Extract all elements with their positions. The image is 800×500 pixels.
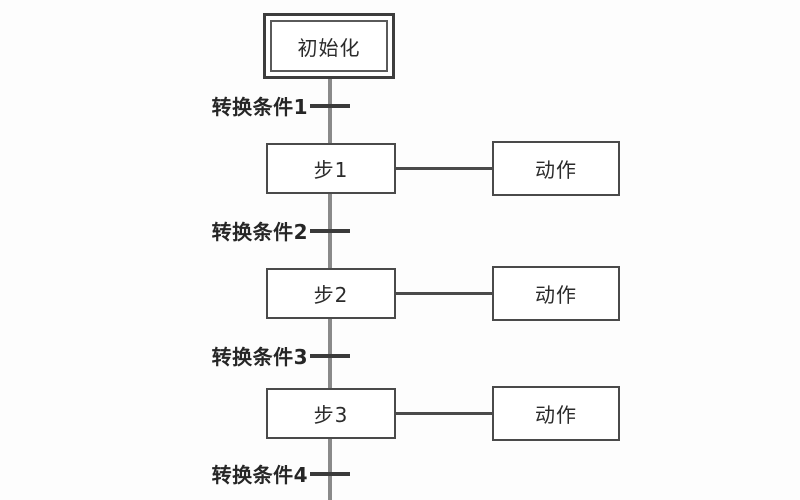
step-box-3[interactable]: 步3	[266, 388, 396, 439]
initial-step-box[interactable]: 初始化	[263, 13, 395, 79]
step-box-2[interactable]: 步2	[266, 268, 396, 319]
step-label-3: 步3	[313, 403, 349, 427]
connector-step2-to-action2	[396, 292, 492, 295]
trunk-line-step3-to-end	[328, 439, 332, 500]
action-box-1[interactable]: 动作	[492, 141, 620, 196]
transition-tick-2	[310, 229, 350, 233]
transition-tick-4	[310, 472, 350, 476]
step-box-1[interactable]: 步1	[266, 143, 396, 194]
action-label-3: 动作	[535, 403, 577, 427]
connector-step1-to-action1	[396, 167, 492, 170]
step-label-2: 步2	[313, 283, 349, 307]
transition-tick-1	[310, 104, 350, 108]
transition-label-2: 转换条件2	[211, 220, 308, 244]
action-label-1: 动作	[535, 158, 577, 182]
action-box-3[interactable]: 动作	[492, 386, 620, 441]
connector-step3-to-action3	[396, 412, 492, 415]
transition-label-3: 转换条件3	[211, 345, 308, 369]
transition-tick-3	[310, 354, 350, 358]
trunk-line-step2-to-step3	[328, 319, 332, 388]
transition-label-4: 转换条件4	[211, 463, 308, 487]
action-label-2: 动作	[535, 283, 577, 307]
action-box-2[interactable]: 动作	[492, 266, 620, 321]
transition-label-1: 转换条件1	[211, 95, 308, 119]
step-label-1: 步1	[313, 158, 349, 182]
initial-step-label: 初始化	[297, 35, 361, 60]
trunk-line-init-to-step1	[328, 79, 332, 143]
initial-step-inner: 初始化	[270, 20, 388, 72]
